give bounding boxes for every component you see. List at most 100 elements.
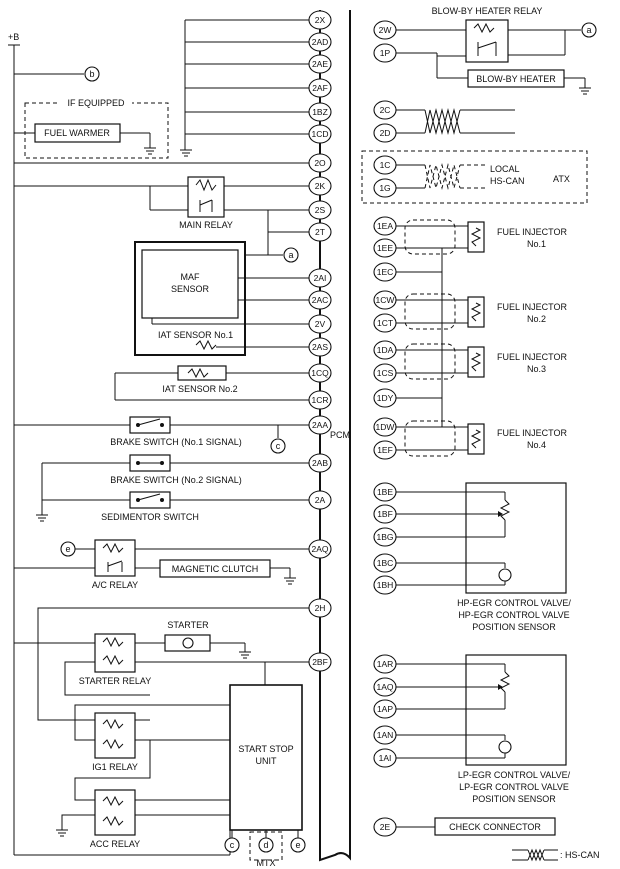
start-stop-unit: START STOP UNIT c d MTX e <box>150 684 306 868</box>
fuel-injectors: FUEL INJECTOR No.1 FUEL INJECTOR No.2 FU… <box>396 219 568 457</box>
svg-text:FUEL INJECTOR: FUEL INJECTOR <box>497 352 568 362</box>
fuel-warmer-label: FUEL WARMER <box>44 128 110 138</box>
svg-text:c: c <box>230 840 235 850</box>
right-pin-1be <box>373 482 397 502</box>
right-pin-2c <box>373 100 397 120</box>
left-pin-2h <box>308 598 332 618</box>
svg-text:c: c <box>276 441 281 451</box>
svg-text:LOCAL: LOCAL <box>490 164 520 174</box>
svg-text:CHECK CONNECTOR: CHECK CONNECTOR <box>449 822 541 832</box>
blowby-heater-relay: BLOW-BY HEATER RELAY a BLOW-BY HEATER <box>396 6 597 95</box>
right-pin-label-2c: 2C <box>380 105 391 115</box>
left-pin-label-2ac: 2AC <box>312 295 329 305</box>
hscan-legend: : HS-CAN <box>512 848 600 862</box>
left-pin-label-2k: 2K <box>315 181 326 191</box>
left-pin-2ac <box>308 290 332 310</box>
wire-2h <box>37 607 310 721</box>
right-pin-1dy <box>373 388 397 408</box>
svg-text:BRAKE SWITCH (No.2 SIGNAL): BRAKE SWITCH (No.2 SIGNAL) <box>110 475 242 485</box>
lp-egr-valve: LP-EGR CONTROL VALVE/ LP-EGR CONTROL VAL… <box>396 654 571 804</box>
left-pin-1cq <box>308 363 332 383</box>
left-pin-2ae <box>308 54 332 74</box>
svg-text:MAF: MAF <box>181 272 201 282</box>
sedimentor-switch: SEDIMENTOR SWITCH <box>42 491 310 522</box>
left-pin-2s <box>308 200 332 220</box>
svg-text:IAT SENSOR No.1: IAT SENSOR No.1 <box>158 330 233 340</box>
right-pin-2e <box>373 817 397 837</box>
if-equipped-label: IF EQUIPPED <box>67 98 125 108</box>
acc-relay: ACC RELAY <box>56 740 151 849</box>
svg-text:HP-EGR CONTROL VALVE: HP-EGR CONTROL VALVE <box>458 610 569 620</box>
right-pin-1bg <box>373 527 397 547</box>
left-pin-label-1bz: 1BZ <box>312 107 328 117</box>
svg-text:IG1 RELAY: IG1 RELAY <box>92 762 138 772</box>
right-pin-label-1ea: 1EA <box>377 221 393 231</box>
power-label: +B <box>8 32 19 42</box>
pcm-right-pins: 2W1P2C2D1C1G1EA1EE1EC1CW1CT1DA1CS1DY1DW1… <box>373 20 397 837</box>
right-pin-label-1bg: 1BG <box>376 532 393 542</box>
ig1-relay: IG1 RELAY <box>74 704 150 772</box>
right-pin-label-1dy: 1DY <box>377 393 394 403</box>
left-pin-label-2bf: 2BF <box>312 657 328 667</box>
pcm-body: PCM <box>319 10 351 862</box>
right-pin-label-1ct: 1CT <box>377 318 393 328</box>
left-pin-2x <box>308 10 332 30</box>
svg-text:BLOW-BY HEATER RELAY: BLOW-BY HEATER RELAY <box>432 6 543 16</box>
right-pin-label-1bf: 1BF <box>377 509 393 519</box>
right-pin-1p <box>373 43 397 63</box>
svg-text:START STOP: START STOP <box>238 744 293 754</box>
left-pin-label-2aa: 2AA <box>312 420 328 430</box>
right-pin-1cw <box>373 290 397 310</box>
svg-text:FUEL INJECTOR: FUEL INJECTOR <box>497 428 568 438</box>
svg-text:UNIT: UNIT <box>256 756 277 766</box>
svg-text:BLOW-BY HEATER: BLOW-BY HEATER <box>476 74 556 84</box>
left-pin-label-2aq: 2AQ <box>311 544 328 554</box>
right-pin-1ar <box>373 654 397 674</box>
svg-text:d: d <box>263 840 268 850</box>
right-pin-label-2e: 2E <box>380 822 391 832</box>
svg-text:ATX: ATX <box>553 174 570 184</box>
svg-text:LP-EGR CONTROL VALVE/: LP-EGR CONTROL VALVE/ <box>458 770 571 780</box>
left-pin-label-1cq: 1CQ <box>311 368 329 378</box>
left-pin-2bf <box>308 652 332 672</box>
right-pin-label-1be: 1BE <box>377 487 393 497</box>
right-pin-label-1cs: 1CS <box>377 368 394 378</box>
svg-text:POSITION SENSOR: POSITION SENSOR <box>472 794 556 804</box>
svg-text:No.1: No.1 <box>527 239 546 249</box>
right-pin-label-1da: 1DA <box>377 345 394 355</box>
svg-text:e: e <box>65 544 70 554</box>
right-pin-label-1c: 1C <box>380 160 391 170</box>
svg-text:STARTER RELAY: STARTER RELAY <box>79 676 152 686</box>
left-pin-2k <box>308 176 332 196</box>
left-pin-2t <box>308 222 332 242</box>
left-pin-label-1cr: 1CR <box>311 395 328 405</box>
svg-text:STARTER: STARTER <box>167 620 209 630</box>
right-pin-2w <box>373 20 397 40</box>
svg-text:IAT SENSOR No.2: IAT SENSOR No.2 <box>162 384 237 394</box>
svg-text:A/C RELAY: A/C RELAY <box>92 580 138 590</box>
right-pin-label-1ar: 1AR <box>377 659 394 669</box>
right-pin-label-1aq: 1AQ <box>376 682 393 692</box>
left-pin-label-2ad: 2AD <box>312 37 329 47</box>
svg-text:FUEL INJECTOR: FUEL INJECTOR <box>497 227 568 237</box>
right-pin-1ai <box>373 748 397 768</box>
right-pin-1ee <box>373 238 397 258</box>
right-pin-1an <box>373 725 397 745</box>
svg-text:MTX: MTX <box>257 858 276 868</box>
left-pin-label-2af: 2AF <box>312 83 328 93</box>
iat-sensor-2: IAT SENSOR No.2 <box>114 365 310 401</box>
right-pin-label-1ai: 1AI <box>379 753 392 763</box>
left-pin-label-2as: 2AS <box>312 342 328 352</box>
svg-text:MAGNETIC CLUTCH: MAGNETIC CLUTCH <box>172 564 259 574</box>
check-connector: CHECK CONNECTOR <box>396 817 556 836</box>
right-pin-label-1g: 1G <box>379 183 390 193</box>
left-pin-2o <box>308 153 332 173</box>
pcm-left-pins: 2X2AD2AE2AF1BZ1CD2O2K2S2T2AI2AC2V2AS1CQ1… <box>308 10 332 672</box>
svg-text:e: e <box>295 840 300 850</box>
ac-relay: e A/C RELAY MAGNETIC CLUTCH <box>14 539 310 590</box>
left-pin-2ai <box>308 268 332 288</box>
hp-egr-valve: HP-EGR CONTROL VALVE/ HP-EGR CONTROL VAL… <box>396 482 571 632</box>
svg-text:No.2: No.2 <box>527 314 546 324</box>
